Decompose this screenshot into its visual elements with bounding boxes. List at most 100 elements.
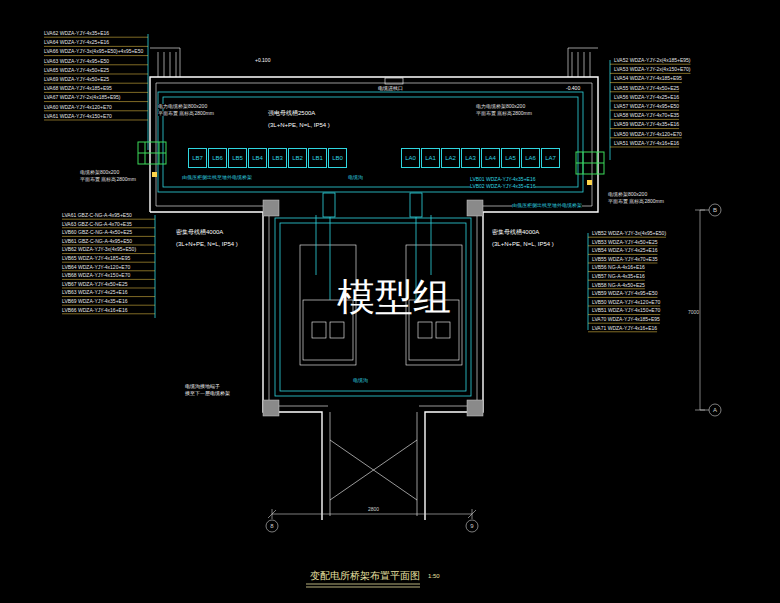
leader-line xyxy=(44,55,148,56)
cable-label: LVA71 WDZA-YJY-4x16+E16 xyxy=(592,326,657,331)
cable-label: LVB62 WDZA-YJY-3x(4x95+E50) xyxy=(62,247,136,252)
leader-line xyxy=(44,101,148,102)
leader-line xyxy=(44,110,148,111)
cable-label: LVB64 WDZA-YJY-4x120+E70 xyxy=(62,265,130,270)
cabinet-label: LA0 xyxy=(405,155,416,161)
cabinet-label: LB5 xyxy=(232,155,243,161)
grid-bubble: 9 xyxy=(470,523,473,529)
cabinet-label: LB7 xyxy=(192,155,203,161)
cable-label: LVB67 WDZA-YJY-4x50+E25 xyxy=(62,282,127,287)
leader-line xyxy=(44,73,148,74)
leader-line xyxy=(610,82,682,83)
drawing-title: 变配电所桥架布置平面图 xyxy=(310,571,420,581)
elevation-mark: -0.400 xyxy=(566,86,580,91)
grid-bubble: 8 xyxy=(270,523,273,529)
cable-label: LVA52 WDZA-YJY-2x(4x185+E95) xyxy=(614,58,690,63)
leader-line xyxy=(44,37,148,38)
switchgear-cabinet: LB7 xyxy=(188,148,207,168)
cabinet-label: LA7 xyxy=(545,155,556,161)
leader-line xyxy=(62,313,155,314)
switchgear-cabinet: LA6 xyxy=(521,148,540,168)
leader-line xyxy=(610,119,679,120)
scale-note: 1:50 xyxy=(428,573,440,579)
cable-label: LVA70 WDZA-YJY-4x185+E95 xyxy=(592,317,660,322)
annotation: LVB01 WDZA-YJY-4x35+E16 xyxy=(470,177,535,182)
cable-label: LVA61 GBZ-C-NG-A-4x95+E50 xyxy=(62,213,132,218)
annotation: 电缆沟 xyxy=(348,175,363,180)
cable-label: LVA57 WDZA-YJY-4x95+E50 xyxy=(614,104,679,109)
leader-line xyxy=(610,64,690,65)
leader-line xyxy=(44,119,148,120)
cable-label: LVB58 NG-A-4x50+E25 xyxy=(592,283,645,288)
leader-line xyxy=(588,271,645,272)
leader-line xyxy=(44,46,148,47)
annotation: 平面布置 底标高2800mm xyxy=(476,111,532,116)
cable-label: LVA59 WDZA-YJY-4x35+E16 xyxy=(614,122,679,127)
cable-label: LVB51 WDZA-YJY-4x150+E70 xyxy=(592,308,660,313)
leader-line xyxy=(610,128,679,129)
switchgear-cabinet: LB1 xyxy=(308,148,327,168)
grid-bubble: B xyxy=(713,207,717,213)
cable-label: LVB65 WDZA-YJY-4x185+E95 xyxy=(62,256,130,261)
leader-line xyxy=(44,83,148,84)
leader-line xyxy=(610,146,679,147)
cable-label: LVA66 WDZA-YJY-3x(4x95+E50)+4x95+E50 xyxy=(44,49,143,54)
switchgear-cabinet: LB2 xyxy=(288,148,307,168)
leader-line xyxy=(62,236,155,237)
leader-line xyxy=(588,280,645,281)
busbar-note: (3L+N+PE, N=L, IP54 ) xyxy=(176,241,238,247)
busbar-note: (3L+N+PE, N=L, IP54 ) xyxy=(492,241,554,247)
annotation: 由低压柜侧出线至墙外电缆桥架 xyxy=(182,175,252,180)
leader-line xyxy=(610,110,679,111)
annotation: 电缆桥架800x200 xyxy=(80,170,119,175)
annotation: 平面布置 底标高2800mm xyxy=(80,177,136,182)
cabinet-label: LB2 xyxy=(292,155,303,161)
leader-line xyxy=(588,254,657,255)
cable-label: LVB68 WDZA-YJY-4x150+E70 xyxy=(62,273,130,278)
leader-line xyxy=(588,314,660,315)
annotation: 电缆进线口 xyxy=(378,86,403,91)
grid-circle xyxy=(709,404,721,416)
cabinet-label: LA6 xyxy=(525,155,536,161)
cable-label: LVB57 NG-A-4x35+E16 xyxy=(592,274,645,279)
cable-label: LVB50 WDZA-YJY-4x120+E70 xyxy=(592,300,660,305)
annotation: 接至下一层电缆桥架 xyxy=(185,391,230,396)
cable-label: LVA61 WDZA-YJY-4x150+E70 xyxy=(44,114,112,119)
annotation: 平面布置 底标高2800mm xyxy=(608,199,664,204)
watermark: 模型组 xyxy=(337,278,451,316)
leader-line xyxy=(610,73,690,74)
cabinet-label: LB4 xyxy=(252,155,263,161)
busbar-note: 密集母线槽4000A xyxy=(492,229,539,235)
switchgear-cabinet: LA7 xyxy=(541,148,560,168)
leader-line xyxy=(62,262,155,263)
leader-line xyxy=(588,288,645,289)
switchgear-cabinet: LA5 xyxy=(501,148,520,168)
switchgear-cabinet: LB4 xyxy=(248,148,267,168)
cabinet-label: LA4 xyxy=(485,155,496,161)
cable-label: LVA60 WDZA-YJY-4x120+E70 xyxy=(44,105,112,110)
cable-label: LVA64 WDZA-YJY-4x25+E16 xyxy=(44,40,109,45)
cable-label: LVA63 WDZA-YJY-4x95+E50 xyxy=(44,59,109,64)
annotation: 电缆桥架800x200 xyxy=(608,192,647,197)
cable-label: LVB54 WDZA-YJY-4x25+E16 xyxy=(592,248,657,253)
cabinet-label: LB1 xyxy=(312,155,323,161)
cable-label: LVA68 WDZA-YJY-4x185+E95 xyxy=(44,86,112,91)
dimension: 7000 xyxy=(688,310,699,315)
grid-bubble: A xyxy=(713,407,717,413)
leader-line xyxy=(44,92,148,93)
annotation: LVB02 WDZA-YJY-4x35+E16 xyxy=(470,184,535,189)
cable-label: LVA51 WDZA-YJY-4x16+E16 xyxy=(614,141,679,146)
leader-line xyxy=(588,262,657,263)
leader-line xyxy=(610,100,679,101)
leader-line xyxy=(62,296,155,297)
leader-line xyxy=(62,305,155,306)
leader-line xyxy=(588,305,660,306)
cable-label: LVA58 WDZA-YJY-4x70+E35 xyxy=(614,113,679,118)
leader-line xyxy=(610,91,679,92)
cabinet-label: LA2 xyxy=(445,155,456,161)
leader-line xyxy=(62,219,155,220)
annotation: 由低压柜侧出线至墙外电缆桥架 xyxy=(512,203,582,208)
switchgear-cabinet: LB3 xyxy=(268,148,287,168)
leader-line xyxy=(610,137,682,138)
cable-label: LVB61 GBZ-C-NG-A-4x95+E50 xyxy=(62,239,132,244)
